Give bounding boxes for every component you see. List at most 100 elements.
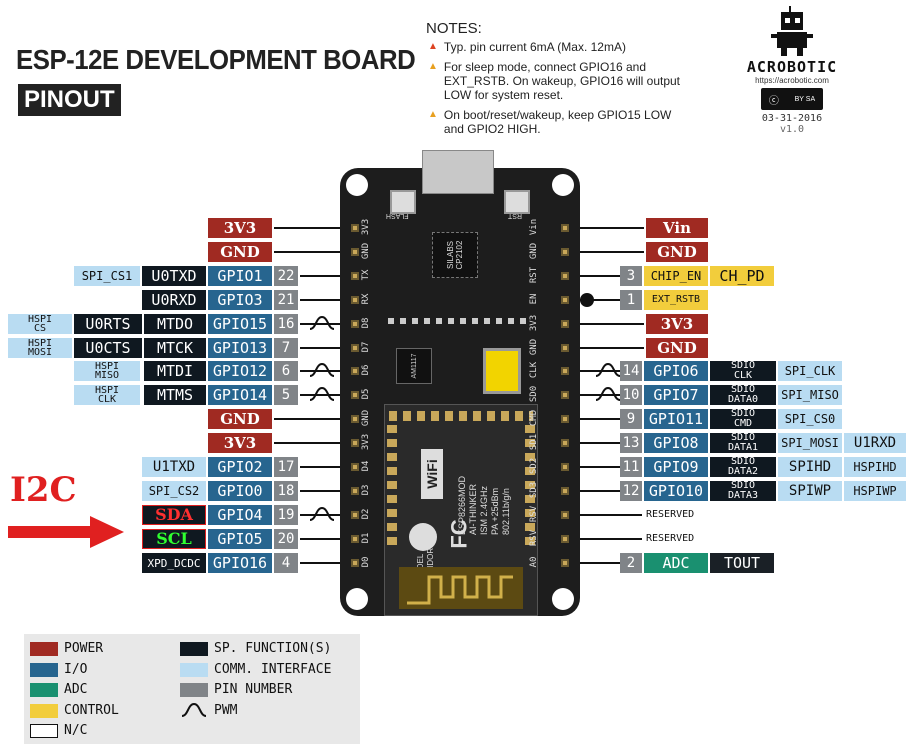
pin-number: 11 [620,457,642,477]
header-pin [351,511,359,519]
pin-line [300,275,340,277]
brand-date: 03-31-2016 [761,113,823,124]
header-pin [561,511,569,519]
wifi-logo-icon: WiFi [421,449,443,499]
header-pin [351,391,359,399]
pin-line [580,562,620,564]
pin-line [274,251,340,253]
pin-number: 5 [274,385,298,405]
pin-line [580,275,620,277]
header-pin [351,224,359,232]
power-label: Vin [646,218,708,238]
legend-swatch [30,662,58,677]
special-function-line: DATA2 [727,466,759,477]
pin-number: 12 [620,481,642,501]
pin-number: 21 [274,290,298,310]
control-label: CH_PD [710,266,774,286]
control-label: CHIP_EN [644,266,708,286]
special-function-line: DATA0 [727,394,759,405]
pin-number: 19 [274,505,298,525]
pin-number: 9 [620,409,642,429]
gpio-label: GPIO5 [208,529,272,549]
gpio-label: GPIO4 [208,505,272,525]
header-pin [351,487,359,495]
gpio-label: GPIO10 [644,481,708,501]
gpio-label: GPIO1 [208,266,272,286]
legend-label: PWM [214,702,238,718]
pin-line [580,227,644,229]
pin-number: 17 [274,457,298,477]
notes-list: ▲Typ. pin current 6mA (Max. 12mA) ▲For s… [428,40,690,136]
power-label: 3V3 [208,433,272,453]
power-label: GND [208,242,272,262]
mount-hole [346,588,368,610]
header-pin [561,391,569,399]
comm-interface-line: HSPI [27,338,53,349]
reserved-label: RESERVED [646,533,695,544]
header-pin [561,296,569,304]
pin-line [580,299,620,301]
comm-interface: SPI_CS2 [142,481,206,501]
mount-hole [552,588,574,610]
usb-connector [422,150,494,194]
special-function: MTDO [144,314,206,334]
pin-number: 7 [274,338,298,358]
legend-label: N/C [64,723,88,738]
header-pin [351,559,359,567]
header-pin [561,487,569,495]
power-label: GND [646,338,708,358]
note-item: ▲For sleep mode, connect GPIO16 and EXT_… [428,60,681,102]
power-label: GND [208,409,272,429]
license-badge: ⓒ BY SA [761,88,823,110]
comm-interface: SPI_MISO [778,385,842,405]
pin-number: 13 [620,433,642,453]
cc-icon: ⓒ [768,95,779,107]
pin-number: 4 [274,553,298,573]
warning-icon: ▲ [428,41,438,52]
pin-number: 20 [274,529,298,549]
gpio-label: GPIO0 [208,481,272,501]
pin-line [580,538,642,540]
header-pin [561,320,569,328]
pin-line [580,466,620,468]
header-pin [561,439,569,447]
legend-label: COMM. INTERFACE [214,661,332,677]
special-function: TOUT [710,553,774,573]
pwm-icon [309,315,335,330]
special-function: MTMS [144,385,206,405]
note-item: ▲Typ. pin current 6mA (Max. 12mA) [428,40,626,54]
power-label: 3V3 [646,314,708,334]
pin-number: 10 [620,385,642,405]
antenna-area [399,567,523,609]
fcc-logo-icon: FC [446,519,472,549]
legend-swatch [30,703,58,718]
gpio-label: GPIO8 [644,433,708,453]
comm-interface-line: CLK [97,394,117,405]
pin-number: 1 [620,290,642,310]
pwm-icon [309,386,335,401]
pin-line [580,490,620,492]
warning-icon: ▲ [428,109,438,120]
i2c-sda-label: SDA [142,505,206,525]
header-pin [351,415,359,423]
power-label: GND [646,242,708,262]
legend-swatch [30,683,58,697]
comm-interface-line: HSPI [27,314,53,325]
rst-label: RST [508,212,522,219]
note-item: ▲On boot/reset/wakeup, keep GPIO15 LOW a… [428,108,672,136]
pin-line [300,538,340,540]
capacitor [483,348,521,394]
special-function: MTDI [144,361,206,381]
pin-line [274,227,340,229]
special-function-line: SDIO [730,385,756,395]
pin-number: 14 [620,361,642,381]
pin-line [580,418,620,420]
comm-interface: SPI_CS1 [74,266,140,286]
pin-line [300,370,340,372]
flash-label: FLASH [386,212,409,219]
legend-swatch [180,642,208,656]
special-function-line: SDIO [730,481,756,491]
legend-label: PIN NUMBER [214,682,293,697]
